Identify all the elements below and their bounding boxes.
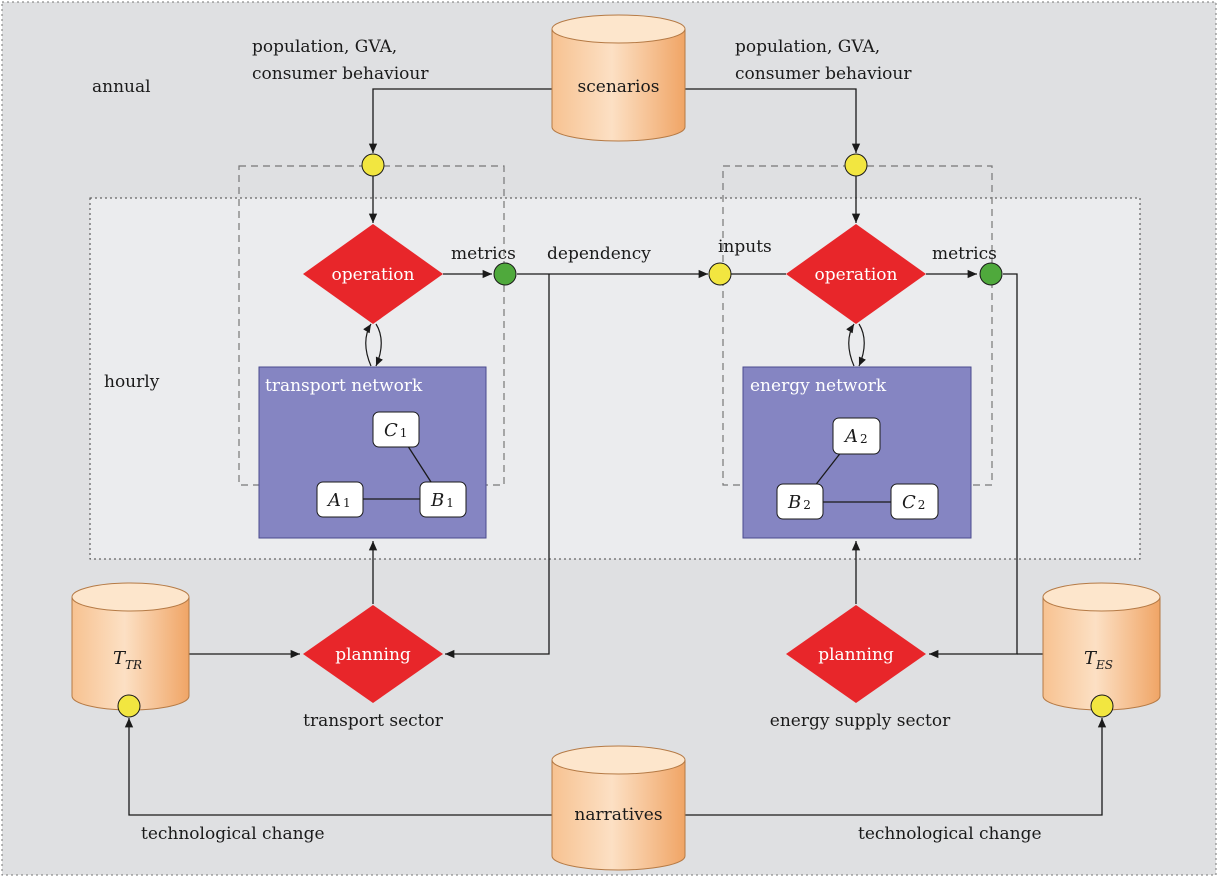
energy-operation-network-up — [846, 323, 855, 367]
svg-text:C2: C2 — [902, 492, 925, 513]
ttr-label: TTR — [113, 648, 142, 672]
svg-text:operation: operation — [815, 265, 898, 285]
svg-text:A1: A1 — [326, 490, 351, 511]
dependency-label: dependency — [547, 244, 651, 264]
svg-text:B2: B2 — [787, 492, 811, 513]
transport-operation-network-up — [363, 323, 372, 367]
energy-metrics-label: metrics — [932, 244, 997, 264]
narratives-to-tes-line — [685, 718, 1107, 816]
transport-network-label: transport network — [265, 376, 423, 396]
ttr-database: TTR — [71, 582, 190, 711]
inputs-left-line1: population, GVA, — [252, 37, 397, 57]
tes-database: TES — [1042, 582, 1161, 711]
energy-metrics-port — [979, 262, 1003, 286]
transport-planning-node: planning — [303, 605, 443, 703]
tes-port — [1090, 694, 1114, 718]
energy-sector-label: energy supply sector — [770, 711, 951, 731]
svg-text:planning: planning — [818, 645, 894, 665]
inputs-right-line2: consumer behaviour — [735, 64, 912, 84]
inputs-left-line2: consumer behaviour — [252, 64, 429, 84]
scenarios-database: scenarios — [551, 14, 686, 142]
energy-operation-network-down — [858, 323, 866, 367]
transport-operation-node: operation — [303, 224, 443, 324]
transport-metrics-label: metrics — [451, 244, 516, 264]
svg-text:operation: operation — [332, 265, 415, 285]
hourly-label: hourly — [104, 372, 160, 392]
annual-label: annual — [92, 77, 151, 97]
energy-operation-node: operation — [786, 224, 926, 324]
svg-text:C1: C1 — [384, 420, 407, 441]
scenarios-to-transport-line — [368, 88, 552, 153]
tech-change-right-label: technological change — [858, 824, 1042, 844]
ttr-port — [117, 694, 141, 718]
tech-change-left-label: technological change — [141, 824, 325, 844]
transport-operation-network-down — [375, 323, 383, 367]
energy-network-label: energy network — [750, 376, 887, 396]
transport-sector-label: transport sector — [303, 711, 444, 731]
energy-metrics-to-planning — [929, 273, 1018, 659]
narratives-database: narratives — [551, 745, 686, 871]
tes-label: TES — [1084, 648, 1113, 672]
inputs-right-line1: population, GVA, — [735, 37, 880, 57]
narratives-label: narratives — [574, 805, 662, 825]
scenarios-to-energy-line — [685, 88, 861, 153]
narratives-to-ttr-line — [124, 718, 552, 816]
svg-text:A2: A2 — [843, 426, 868, 447]
inputs-label: inputs — [718, 237, 772, 257]
svg-text:planning: planning — [335, 645, 411, 665]
transport-metrics-to-planning — [445, 274, 550, 659]
energy-scenario-port — [844, 153, 868, 177]
energy-inputs-port — [708, 262, 732, 286]
energy-planning-node: planning — [786, 605, 926, 703]
scenarios-label: scenarios — [578, 77, 660, 97]
transport-scenario-port — [361, 153, 385, 177]
svg-text:B1: B1 — [430, 490, 454, 511]
transport-metrics-port — [493, 262, 517, 286]
